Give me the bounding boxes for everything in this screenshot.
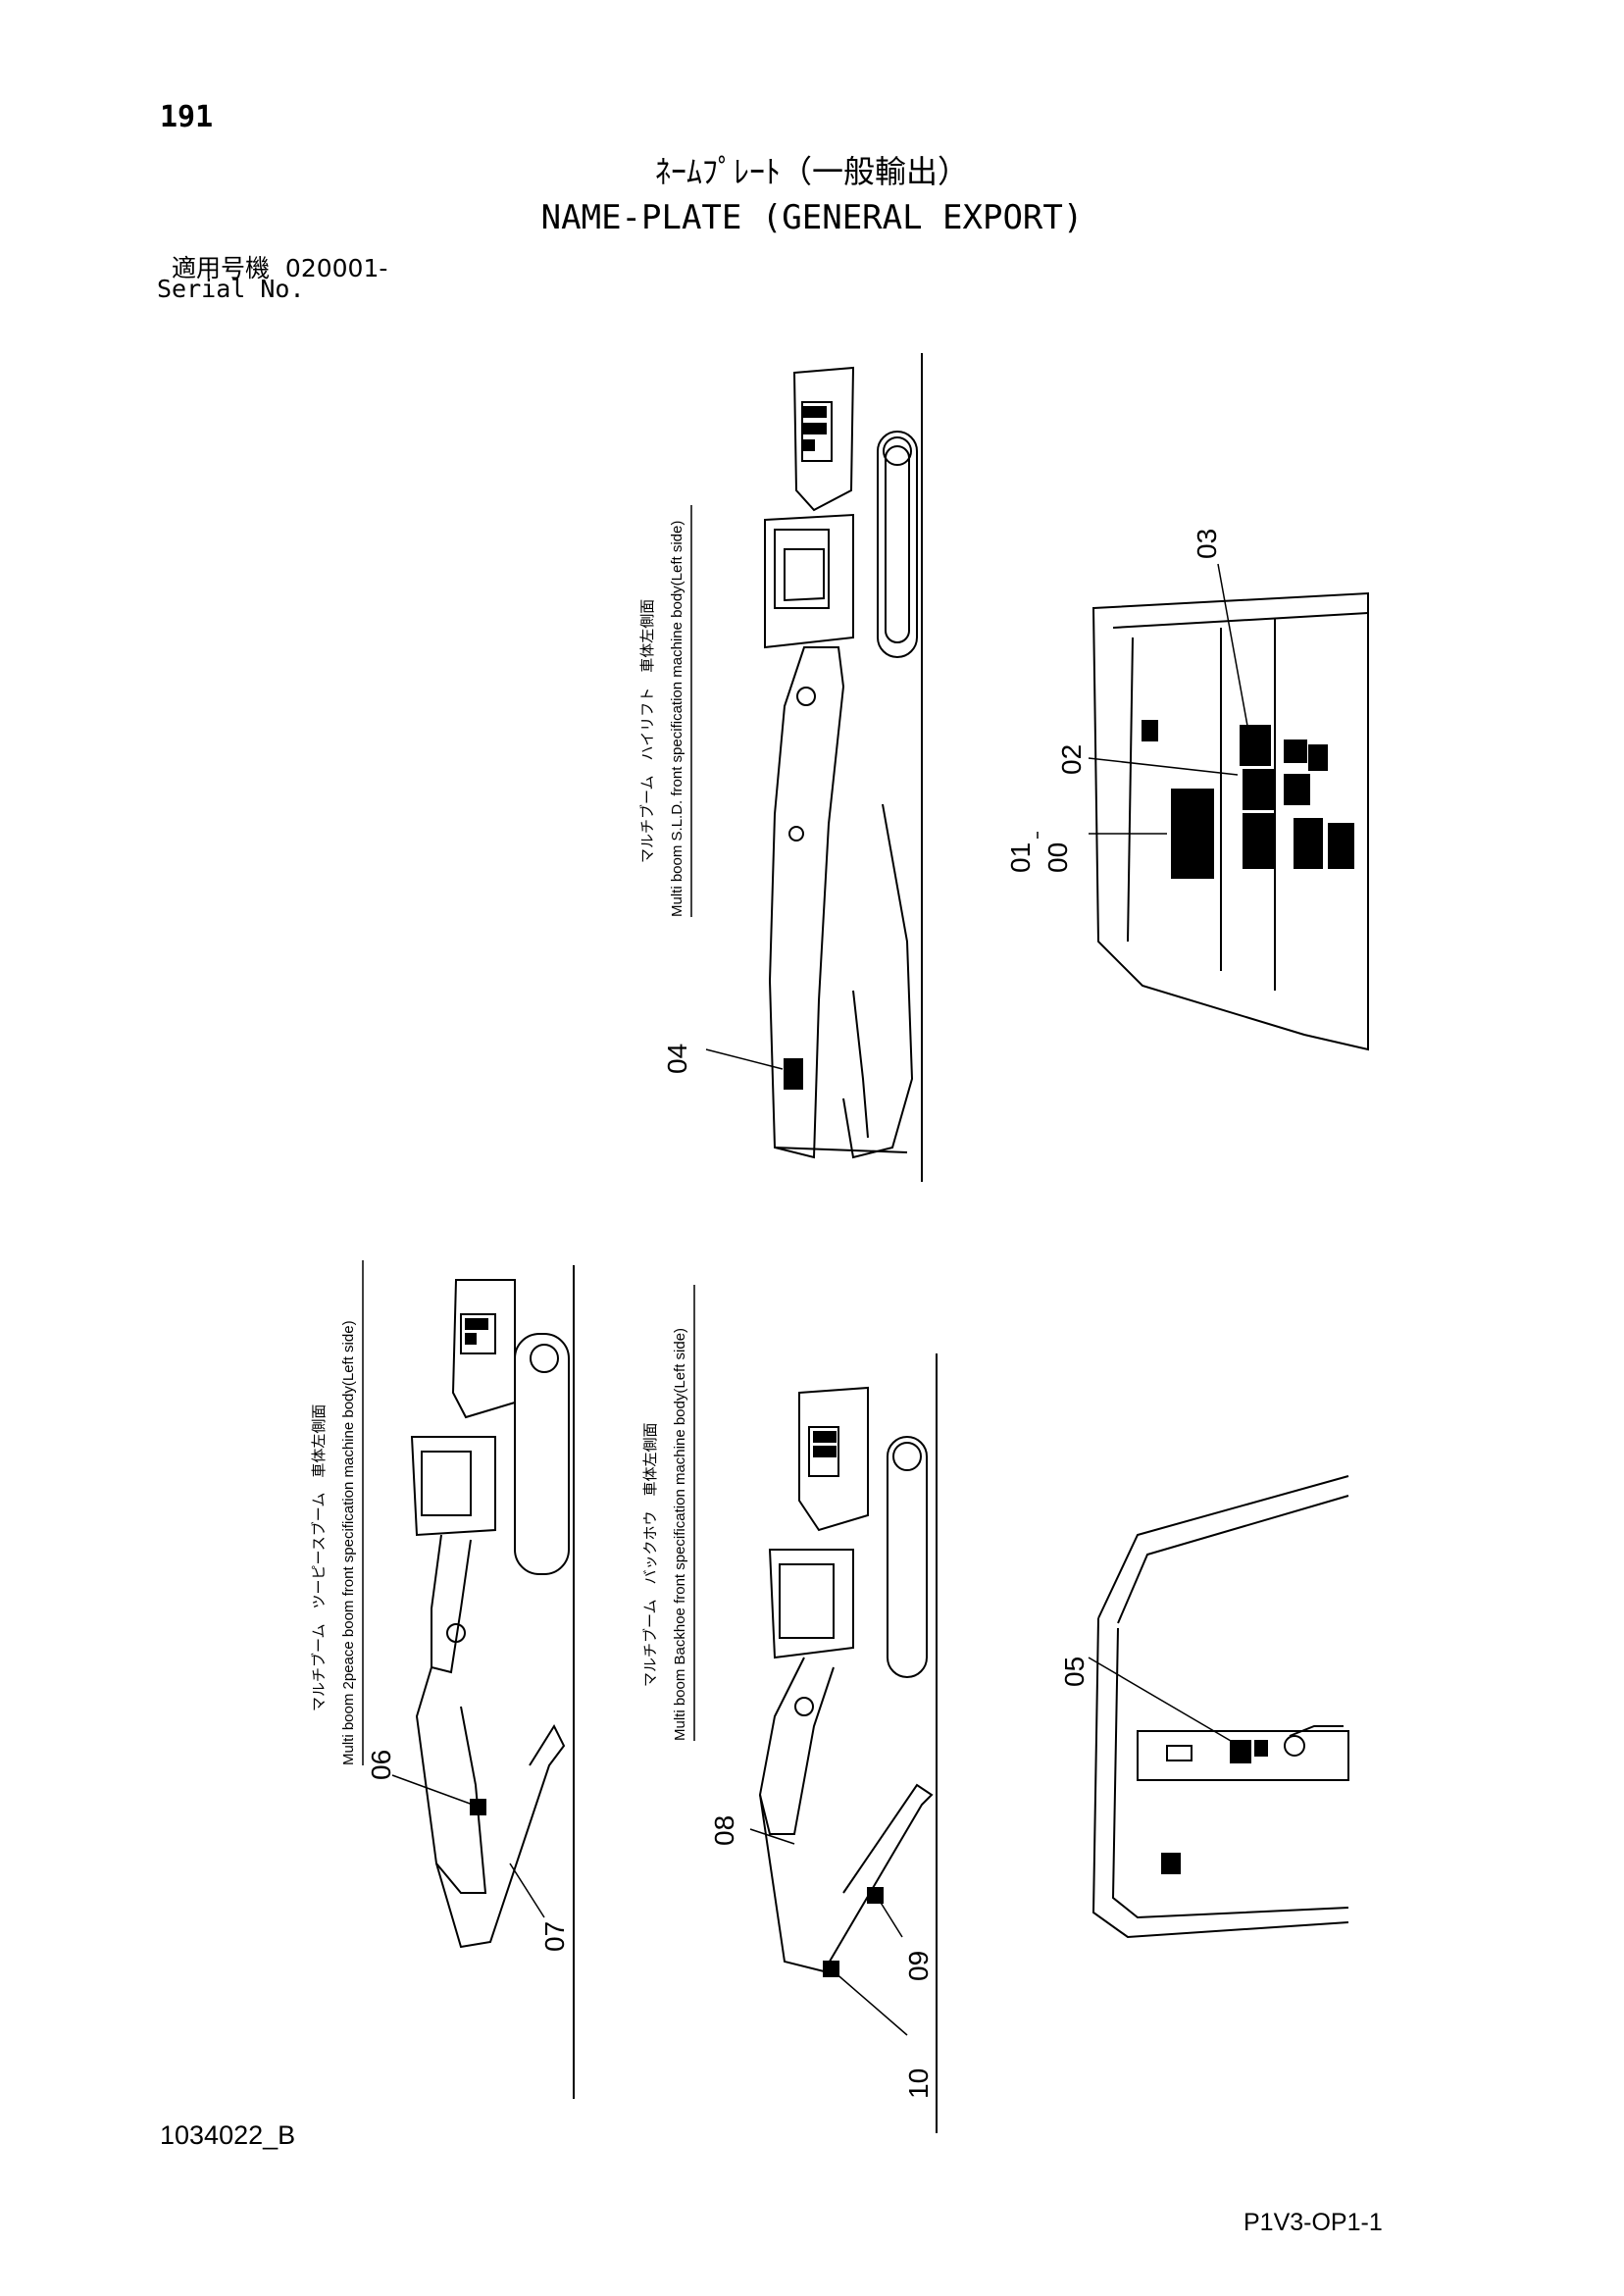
serial-line: 適用号機 020001- (172, 249, 387, 284)
callout-04: 04 (662, 1044, 692, 1074)
page-reference: P1V3-OP1-1 (1243, 2209, 1383, 2236)
callout-numbers: 01 00 02 03 04 05 06 07 08 09 10 (366, 529, 1222, 2099)
callout-03: 03 (1192, 529, 1222, 559)
leader-07 (509, 1862, 545, 1918)
callout-08: 08 (709, 1815, 739, 1846)
caption-jp-3: マルチブーム バックホウ 車体左側面 (641, 1422, 659, 1687)
caption-en-1: Multi boom S.L.D. front specification ma… (669, 521, 685, 917)
leader-lines (391, 563, 1248, 2036)
caption-en-3: Multi boom Backhoe front specification m… (672, 1328, 688, 1741)
leader-03 (1217, 563, 1248, 727)
document-id: 1034022_B (160, 2120, 296, 2150)
caption-jp-1: マルチブーム ハイリフト 車体左側面 (638, 599, 656, 863)
leader-05 (1088, 1657, 1232, 1742)
caption-jp-2: マルチブーム ツーピースブーム 車体左側面 (310, 1404, 328, 1711)
leader-10 (833, 1970, 908, 2036)
caption-view-high-lift: マルチブーム ハイリフト 車体左側面 Multi boom S.L.D. fro… (638, 505, 692, 917)
callout-10: 10 (903, 2068, 934, 2099)
caption-en-2: Multi boom 2peace boom front specificati… (340, 1320, 357, 1765)
callout-09: 09 (903, 1951, 934, 1981)
serial-label-jp: 適用号機 (172, 254, 271, 282)
serial-value: 020001- (284, 254, 388, 282)
machine-backhoe (758, 1386, 934, 1977)
caption-view-two-piece: マルチブーム ツーピースブーム 車体左側面 Multi boom 2peace … (310, 1260, 364, 1765)
cab-detail-bottom (1091, 1475, 1349, 1939)
callout-05: 05 (1059, 1657, 1090, 1687)
callout-02: 02 (1056, 744, 1087, 775)
callout-07: 07 (539, 1921, 570, 1952)
callout-06: 06 (366, 1750, 396, 1780)
leader-04 (705, 1048, 784, 1070)
machine-two-piece-boom (410, 1279, 570, 1949)
callout-00: 00 (1042, 842, 1073, 873)
cab-detail-top (1091, 591, 1369, 1051)
leader-06 (391, 1774, 474, 1806)
caption-view-backhoe: マルチブーム バックホウ 車体左側面 Multi boom Backhoe fr… (641, 1285, 695, 1741)
callout-01: 01 (1005, 842, 1036, 873)
leader-09 (877, 1897, 903, 1938)
leader-02 (1088, 757, 1239, 776)
leader-08 (749, 1828, 795, 1845)
title-japanese: ﾈｰﾑﾌﾟﾚｰﾄ（一般輸出） (654, 153, 969, 190)
page-number: 191 (160, 100, 214, 134)
title-english: NAME-PLATE (GENERAL EXPORT) (540, 198, 1084, 237)
serial-label-en: Serial No. (157, 275, 305, 303)
machine-high-lift (764, 366, 918, 1159)
